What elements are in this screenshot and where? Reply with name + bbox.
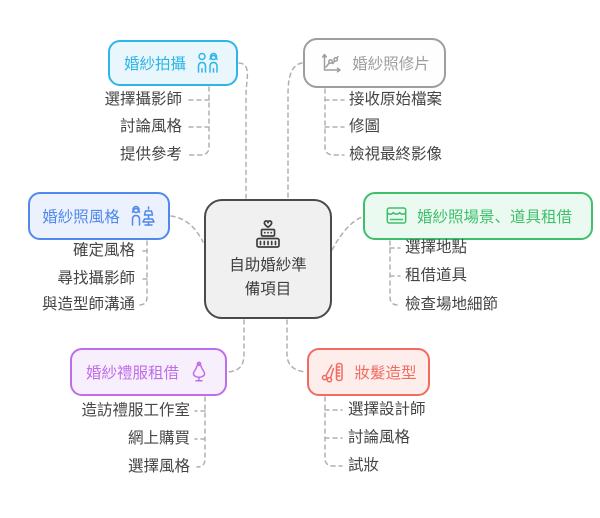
- branch-node-makeup-hair[interactable]: 妝髮造型: [307, 348, 430, 396]
- link-retouch-central: [287, 62, 303, 199]
- link-style-central: [170, 215, 204, 243]
- mindmap-item[interactable]: 選擇設計師: [348, 401, 426, 418]
- mindmap-item[interactable]: 接收原始檔案: [349, 91, 443, 108]
- spine-retouch: [324, 88, 345, 156]
- branch-node-scene-props-rental[interactable]: 婚紗照場景、道具租借: [363, 192, 593, 240]
- mindmap-item[interactable]: 選擇地點: [405, 239, 468, 256]
- branch-label: 婚紗禮服租借: [85, 365, 179, 382]
- line-chart-icon: [319, 51, 344, 75]
- mindmap-item[interactable]: 修圖: [349, 118, 381, 135]
- mindmap-item[interactable]: 檢查場地細節: [405, 296, 499, 313]
- mindmap-item[interactable]: 檢視最終影像: [349, 146, 443, 163]
- spine-style: [138, 240, 148, 306]
- mindmap-item[interactable]: 租借道具: [405, 267, 468, 284]
- link-dress-central: [227, 319, 245, 373]
- mindmap-item[interactable]: 提供參考: [119, 146, 182, 163]
- mindmap-item[interactable]: 尋找攝影師: [57, 270, 135, 287]
- branch-node-photo-style[interactable]: 婚紗照風格: [28, 192, 170, 240]
- mindmap-item[interactable]: 試妝: [348, 457, 380, 474]
- mindmap-item[interactable]: 選擇風格: [127, 458, 190, 475]
- central-node[interactable]: 自助婚紗準備項目: [204, 199, 332, 319]
- mindmap-item[interactable]: 網上購買: [127, 430, 190, 447]
- central-node-label: 自助婚紗準備項目: [229, 257, 307, 298]
- branch-label: 婚紗照風格: [42, 209, 120, 226]
- spine-makeup: [324, 396, 343, 467]
- mindmap-item[interactable]: 討論風格: [348, 429, 411, 446]
- scissors-comb-icon: [320, 360, 346, 384]
- branch-node-wedding-shoot[interactable]: 婚紗拍攝: [108, 40, 238, 86]
- link-shoot-central: [238, 62, 249, 199]
- stage-curtain-icon: [384, 204, 409, 228]
- mindmap-item[interactable]: 確定風格: [72, 242, 135, 259]
- spine-shoot: [187, 86, 210, 156]
- branch-label: 妝髮造型: [354, 365, 417, 382]
- mindmap-item[interactable]: 造訪禮服工作室: [81, 402, 190, 419]
- branch-node-dress-rental[interactable]: 婚紗禮服租借: [70, 348, 227, 396]
- wedding-cake-icon: [248, 217, 288, 251]
- mindmap-item[interactable]: 選擇攝影師: [104, 91, 182, 108]
- branch-node-photo-retouch[interactable]: 婚紗照修片: [303, 38, 446, 88]
- mindmap-item[interactable]: 與造型師溝通: [41, 296, 135, 313]
- branch-label: 婚紗照場景、道具租借: [416, 209, 572, 226]
- spine-scene: [389, 240, 402, 306]
- branch-label: 婚紗拍攝: [123, 56, 186, 73]
- bride-cake-icon: [128, 204, 156, 228]
- couple-icon: [194, 51, 222, 75]
- branch-label: 婚紗照修片: [352, 56, 430, 73]
- spine-dress: [196, 396, 206, 468]
- link-makeup-central: [286, 319, 307, 373]
- link-scene-central: [331, 216, 363, 251]
- wedding-dress-icon: [187, 360, 211, 384]
- mindmap-item[interactable]: 討論風格: [119, 118, 182, 135]
